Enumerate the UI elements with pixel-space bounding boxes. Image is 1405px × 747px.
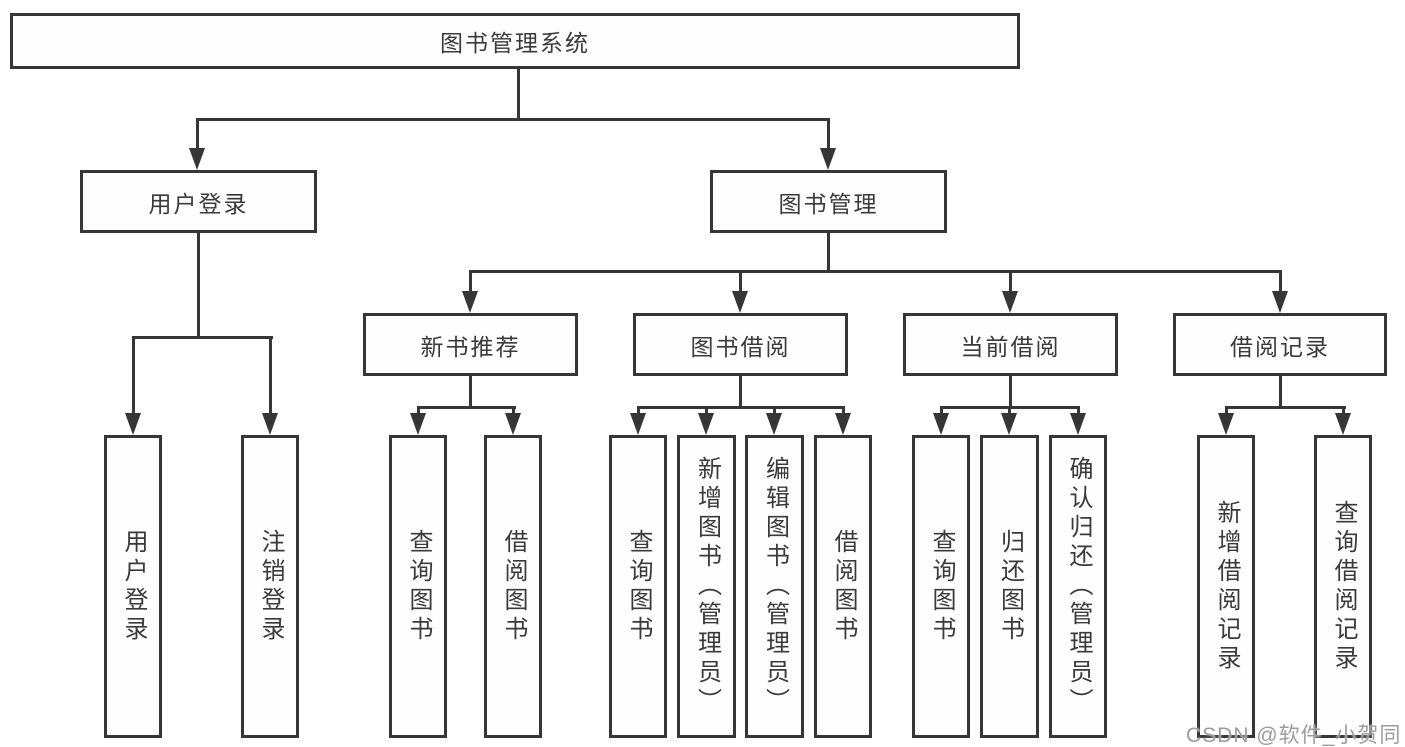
arrowhead (766, 413, 782, 435)
connector-line (705, 406, 708, 416)
leaf-query-books-recommend: 查询图书 (389, 435, 447, 738)
leaf-borrow-books-recommend: 借阅图书 (484, 435, 542, 738)
connector-line (1008, 406, 1011, 416)
arrowhead (505, 413, 521, 435)
leaf-query-borrow-record: 查询借阅记录 (1314, 435, 1372, 738)
arrowhead (630, 413, 646, 435)
connector-line (773, 406, 776, 416)
leaf-query-books-current: 查询图书 (912, 435, 970, 738)
node-book-borrowing: 图书借阅 (633, 313, 848, 376)
leaf-logout: 注销登录 (241, 435, 299, 738)
connector-line (1225, 406, 1228, 416)
connector-line (417, 406, 516, 409)
arrowhead (1001, 413, 1017, 435)
node-current-borrowing: 当前借阅 (903, 313, 1118, 376)
connector-line (940, 406, 943, 416)
leaf-borrow-books-borrowing: 借阅图书 (814, 435, 872, 738)
arrowhead (933, 413, 949, 435)
connector-line (1009, 376, 1012, 409)
leaf-query-books-borrowing: 查询图书 (609, 435, 667, 738)
arrowhead (698, 413, 714, 435)
arrowhead (1335, 413, 1351, 435)
connector-line (827, 118, 830, 150)
connector-line (269, 336, 272, 416)
connector-line (637, 406, 640, 416)
connector-line (739, 270, 742, 293)
node-borrowing-records: 借阅记录 (1173, 313, 1387, 376)
csdn-watermark: CSDN @软件_小贺同学 (1186, 724, 1402, 747)
arrowhead (820, 148, 836, 170)
connector-line (469, 270, 472, 293)
connector-line (842, 406, 845, 416)
connector-line (1279, 270, 1282, 293)
connector-line (196, 118, 830, 121)
arrowhead (1002, 291, 1018, 313)
arrowhead (189, 148, 205, 170)
arrowhead (410, 413, 426, 435)
arrowhead (1272, 291, 1288, 313)
leaf-add-borrow-record: 新增借阅记录 (1197, 435, 1255, 738)
connector-line (469, 270, 1282, 273)
connector-line (512, 406, 515, 416)
connector-line (1279, 376, 1282, 409)
connector-line (197, 233, 200, 339)
connector-line (132, 336, 273, 339)
connector-line (827, 233, 830, 273)
arrowhead (1218, 413, 1234, 435)
connector-line (1342, 406, 1345, 416)
connector-line (637, 406, 845, 409)
connector-line (196, 118, 199, 150)
connector-line (132, 336, 135, 416)
arrowhead (1070, 413, 1086, 435)
connector-line (1077, 406, 1080, 416)
leaf-add-books-admin: 新增图书（管理员） (677, 435, 736, 738)
connector-line (517, 69, 520, 119)
leaf-user-login: 用户登录 (104, 435, 162, 738)
connector-line (1009, 270, 1012, 293)
arrowhead (835, 413, 851, 435)
connector-line (417, 406, 420, 416)
connector-line (469, 376, 472, 409)
leaf-edit-books-admin: 编辑图书（管理员） (745, 435, 804, 738)
leaf-confirm-return-admin: 确认归还（管理员） (1049, 435, 1107, 738)
node-book-management: 图书管理 (710, 170, 947, 233)
node-library-management-system: 图书管理系统 (10, 13, 1020, 69)
connector-line (1225, 406, 1346, 409)
leaf-return-books: 归还图书 (980, 435, 1039, 738)
connector-line (739, 376, 742, 409)
arrowhead (262, 413, 278, 435)
arrowhead (462, 291, 478, 313)
arrowhead (732, 291, 748, 313)
arrowhead (125, 413, 141, 435)
node-new-book-recommendation: 新书推荐 (363, 313, 578, 376)
node-user-login: 用户登录 (80, 170, 317, 233)
